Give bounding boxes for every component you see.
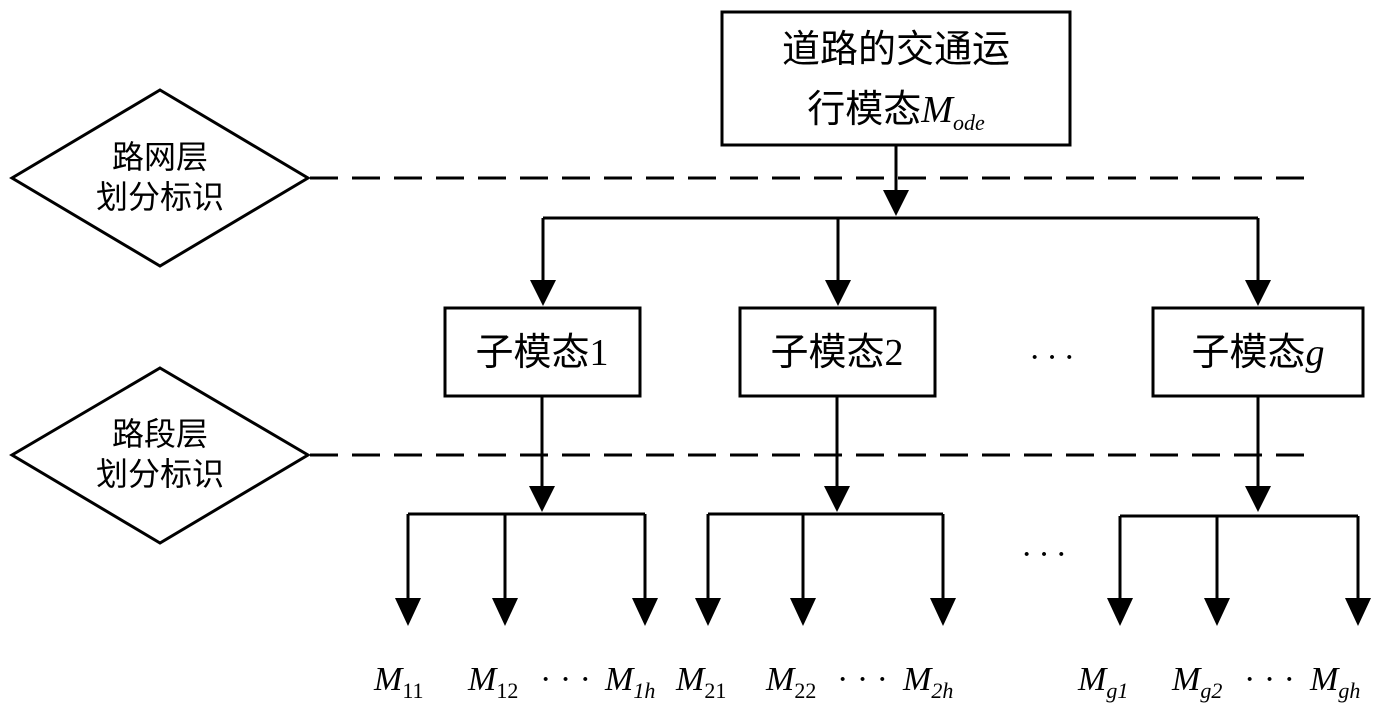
leaf-label-m12: M12 [467,661,518,703]
leaf-label-mgh: Mgh [1309,661,1360,703]
leaf-label-mg1: Mg1 [1077,661,1128,703]
leaf-dots-2: · · · [837,661,888,698]
leaf-labels-group-g: Mg1 Mg2 · · · Mgh [1077,661,1360,703]
segment-layer-marker-line2: 划分标识 [96,455,224,493]
leaf-label-m11: M11 [373,661,424,703]
leaf-group-ellipsis: ··· [1021,536,1073,573]
network-layer-marker-line1: 路网层 [112,138,208,176]
leaf-labels-group-1: M11 M12 · · · M1h [373,661,655,703]
submode-ellipsis: ··· [1029,339,1081,376]
submode-label-1: 子模态1 [475,330,608,374]
submode-label-2: 子模态2 [770,330,903,374]
submode-2-connectors [695,396,956,626]
leaf-dots-g: · · · [1244,661,1295,698]
leaf-label-m22: M22 [765,661,816,703]
submode-label-g: 子模态g [1191,330,1324,374]
submode-1-connectors [395,396,658,626]
root-mode-line1: 道路的交通运 [782,27,1010,71]
network-layer-marker-line2: 划分标识 [96,178,224,216]
leaf-label-m2h: M2h [902,661,953,703]
leaf-label-m1h: M1h [604,661,655,703]
segment-layer-marker-line1: 路段层 [112,415,208,453]
root-connectors [530,145,1271,306]
leaf-labels-group-2: M21 M22 · · · M2h [675,661,953,703]
leaf-label-m21: M21 [675,661,726,703]
leaf-dots-1: · · · [540,661,591,698]
leaf-label-mg2: Mg2 [1171,661,1222,703]
submode-g-connectors [1107,396,1371,626]
